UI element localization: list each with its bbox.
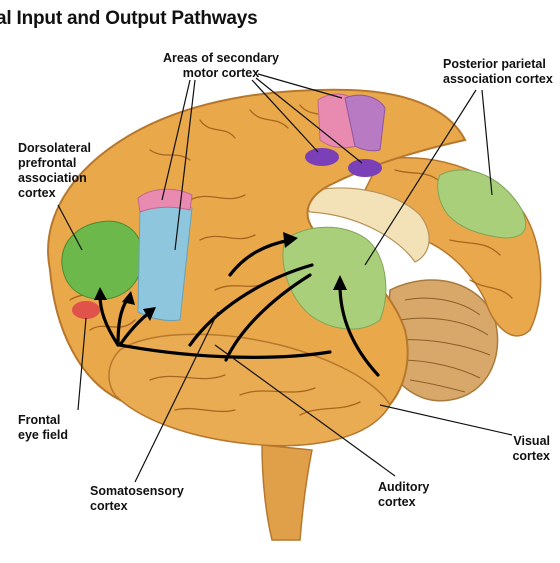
cerebellum (384, 279, 499, 402)
label-auditory-cortex: Auditory cortex (378, 480, 430, 509)
arrowheads (94, 232, 347, 321)
secondary-motor-spot-1 (305, 148, 339, 166)
label-dorsolateral-prefrontal-association-cortex: Dorsolateral prefrontal association cort… (18, 141, 91, 200)
brainstem (261, 444, 313, 541)
pathway-arrows (98, 238, 380, 377)
label-frontal-eye-field: Frontal eye field (18, 413, 69, 442)
temporal-lobe (108, 333, 391, 447)
cerebellum-folia (397, 297, 491, 393)
posterior-parietal-lateral-area (282, 226, 387, 330)
posterior-parietal-area (437, 169, 527, 239)
diagram-title: al Input and Output Pathways (0, 8, 258, 29)
label-posterior-parietal-association-cortex: Posterior parietal association cortex (443, 57, 553, 86)
frontal-eye-field-area (72, 301, 100, 319)
label-visual-cortex: Visual cortex (512, 434, 550, 463)
leader-lines (57, 73, 513, 483)
supplementary-motor-strip (137, 188, 193, 213)
corpus-callosum (293, 187, 430, 263)
secondary-motor-spot-2 (348, 159, 382, 177)
secondary-motor-medial-area-2 (344, 94, 386, 152)
label-somatosensory-cortex: Somatosensory cortex (90, 484, 184, 513)
label-secondary-motor-cortex: Areas of secondary motor cortex (162, 51, 280, 80)
